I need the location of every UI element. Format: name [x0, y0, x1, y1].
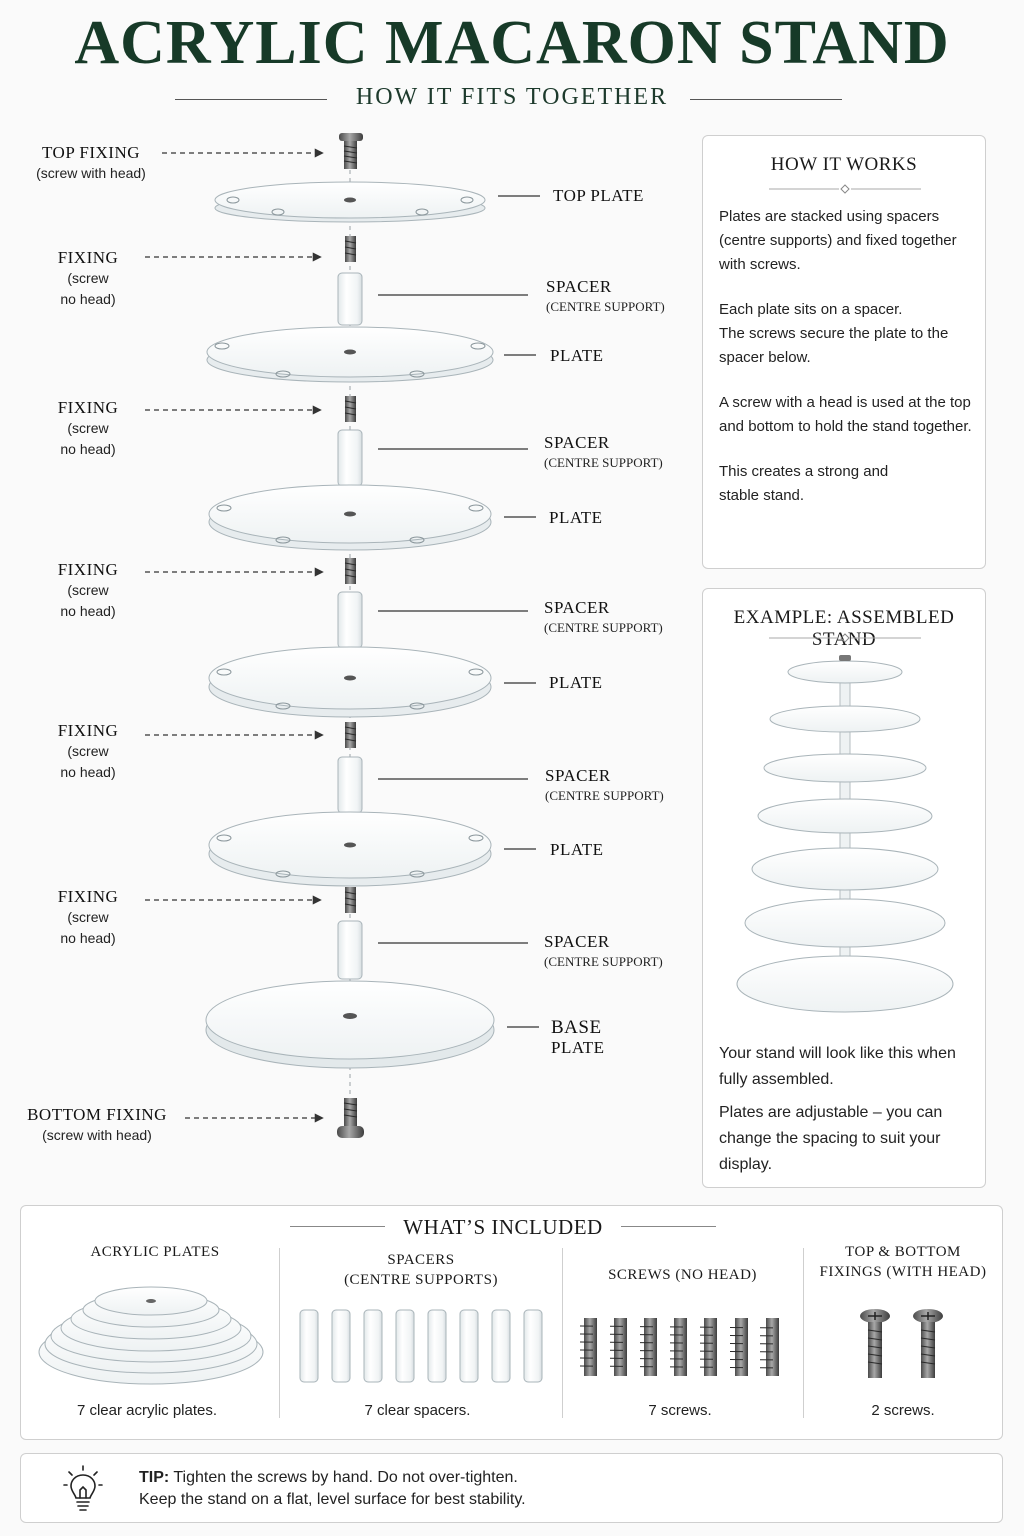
tip-line-2: Keep the stand on a flat, level surface … [139, 1491, 526, 1508]
included-divider-1 [279, 1248, 280, 1418]
plates-title: ACRYLIC PLATES [90, 1244, 220, 1260]
plate-label-5: PLATE [550, 840, 604, 859]
top-fixing-label: TOP FIXING (screw with head) [36, 143, 146, 181]
how-it-works-p3: A screw with a head is used at the top a… [719, 394, 972, 435]
subtitle-rule-right [690, 99, 842, 100]
plate-label-3: PLATE [549, 508, 603, 527]
spacer-label-2: SPACER(CENTRE SUPPORT) [544, 433, 663, 470]
fixing-screw-5 [344, 887, 357, 913]
spacer-1 [337, 272, 363, 326]
plates-stack-illustration [38, 1286, 264, 1385]
spacer-label-4: SPACER(CENTRE SUPPORT) [545, 766, 664, 803]
tip-text: TIP: Tighten the screws by hand. Do not … [139, 1467, 526, 1511]
screws-title: SCREWS (NO HEAD) [608, 1267, 757, 1283]
base-plate-label: BASE PLATE [551, 1017, 605, 1058]
fixings-title: TOP & BOTTOM FIXINGS (WITH HEAD) [819, 1244, 987, 1280]
spacer-label-5: SPACER(CENTRE SUPPORT) [544, 932, 663, 969]
how-it-works-panel: HOW IT WORKS Plates are stacked using sp… [702, 135, 986, 569]
how-it-works-text: Plates are stacked using spacers (centre… [719, 205, 977, 529]
whats-included-title: WHAT’S INCLUDED [403, 1215, 603, 1239]
top-fixing-screw [339, 133, 363, 169]
fixings-caption: 2 screws. [871, 1402, 935, 1419]
tip-label: TIP: [139, 1469, 170, 1486]
fixing-screw-4 [344, 722, 357, 748]
how-it-works-p2: Each plate sits on a spacer. The screws … [719, 301, 949, 366]
top-plate-label: TOP PLATE [553, 186, 644, 205]
spacers-caption: 7 clear spacers. [364, 1402, 471, 1419]
included-divider-3 [803, 1248, 804, 1418]
fixing-label-3: FIXING (screw no head) [57, 560, 119, 619]
tip-panel: TIP: Tighten the screws by hand. Do not … [20, 1453, 1003, 1523]
example-title: EXAMPLE: ASSEMBLED STAND [733, 607, 955, 650]
plate-2 [206, 326, 494, 383]
bottom-fixing-label: BOTTOM FIXING (screw with head) [27, 1105, 167, 1143]
screws-illustration [580, 1318, 785, 1376]
page-subtitle: HOW IT FITS TOGETHER [355, 84, 669, 110]
fixing-screw-2 [344, 396, 357, 422]
example-p2: Plates are adjustable – you can change t… [719, 1104, 943, 1173]
spacer-2 [337, 429, 363, 487]
included-divider-2 [562, 1248, 563, 1418]
top-plate [214, 181, 486, 223]
how-it-works-p1: Plates are stacked using spacers (centre… [719, 208, 957, 273]
fixing-screw-1 [344, 236, 357, 262]
plate-label-4: PLATE [549, 673, 603, 692]
plate-label-2: PLATE [550, 346, 604, 365]
spacers-illustration [299, 1309, 543, 1383]
example-text: Your stand will look like this when full… [719, 1041, 959, 1199]
how-it-works-title: HOW IT WORKS [770, 154, 918, 175]
fixing-label-4: FIXING (screw no head) [57, 721, 119, 780]
fixing-screw-3 [344, 558, 357, 584]
fixing-label-2: FIXING (screw no head) [57, 398, 119, 457]
plate-5 [208, 811, 492, 887]
subtitle-row: HOW IT FITS TOGETHER [0, 84, 1024, 114]
example-p1: Your stand will look like this when full… [719, 1045, 956, 1088]
example-panel: EXAMPLE: ASSEMBLED STAND Your stand will… [702, 588, 986, 1188]
plates-caption: 7 clear acrylic plates. [76, 1402, 218, 1419]
plate-3 [208, 484, 492, 551]
tip-line-1: Tighten the screws by hand. Do not over-… [173, 1469, 518, 1486]
plate-4 [208, 646, 492, 718]
fixings-illustration [860, 1309, 943, 1378]
assembled-stand-illustration [736, 655, 954, 1013]
spacers-title: SPACERS (CENTRE SUPPORTS) [344, 1252, 498, 1288]
bottom-fixing-screw [337, 1098, 364, 1138]
spacer-label-3: SPACER(CENTRE SUPPORT) [544, 598, 663, 635]
base-plate [205, 980, 495, 1069]
lightbulb-icon [63, 1465, 103, 1511]
page-title: ACRYLIC MACARON STAND [74, 9, 950, 77]
how-it-works-p4: This creates a strong and stable stand. [719, 463, 889, 504]
spacer-label-1: SPACER(CENTRE SUPPORT) [546, 277, 665, 314]
example-divider [769, 633, 921, 643]
fixing-label-5: FIXING (screw no head) [57, 887, 119, 946]
spacer-5 [337, 920, 363, 980]
how-it-works-divider [769, 184, 921, 194]
subtitle-rule-left [175, 99, 327, 100]
spacer-4 [337, 756, 363, 814]
included-title-row [290, 1226, 716, 1228]
fixing-label-1: FIXING (screw no head) [57, 248, 119, 307]
screws-caption: 7 screws. [648, 1402, 712, 1419]
exploded-diagram [145, 133, 540, 1138]
spacer-3 [337, 591, 363, 649]
